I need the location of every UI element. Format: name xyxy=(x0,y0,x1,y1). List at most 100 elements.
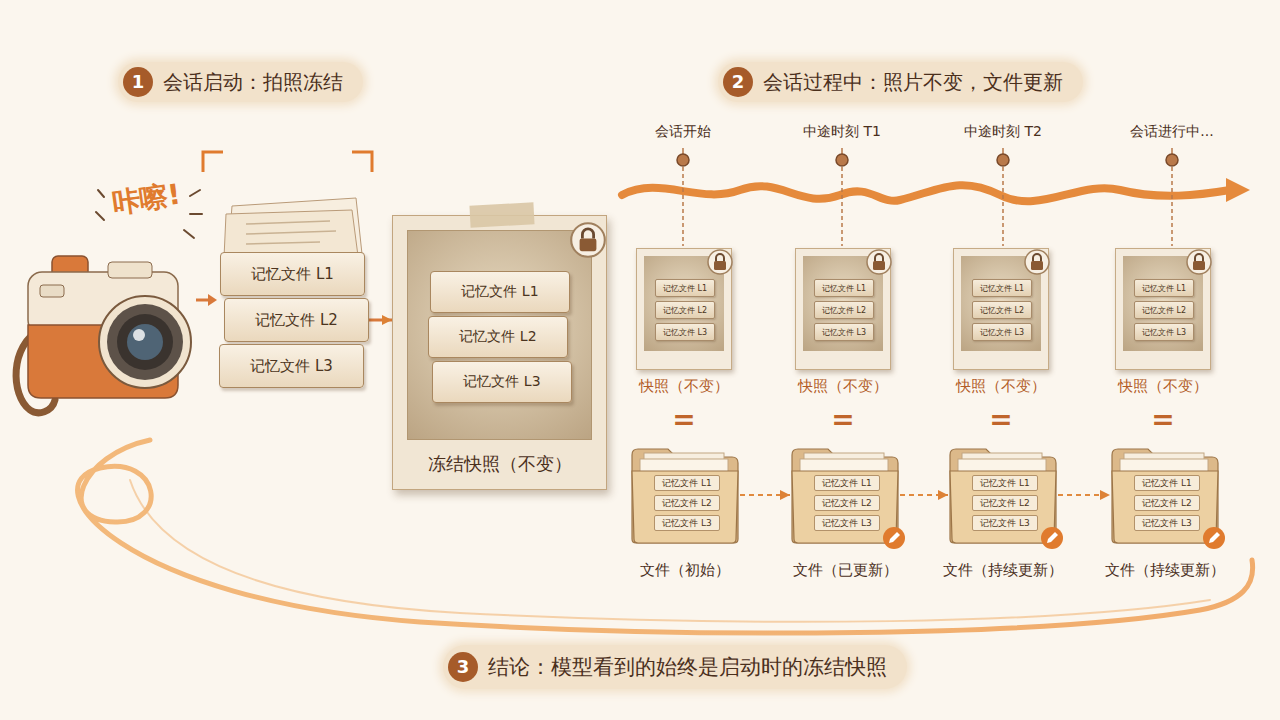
burst-lines xyxy=(190,190,200,196)
file-label: 记忆文件 L1 xyxy=(980,283,1024,294)
viewfinder-brackets xyxy=(203,152,223,172)
label-box: 中途时刻 T1 xyxy=(803,123,881,141)
step-number: 3 xyxy=(448,652,478,682)
mini-book: 记忆文件 L1 xyxy=(814,279,874,297)
snapshot-photo: 快照（不变）记忆文件 L1记忆文件 L2记忆文件 L3 xyxy=(953,248,1049,370)
file-tab: 记忆文件 L2 xyxy=(1134,495,1200,511)
lock-icon xyxy=(1187,250,1211,274)
paper-sheets xyxy=(224,210,358,258)
snapshot-photo: 快照（不变）记忆文件 L1记忆文件 L2记忆文件 L3 xyxy=(1115,248,1211,370)
file-label: 记忆文件 L3 xyxy=(1142,327,1186,338)
camera xyxy=(99,296,191,388)
file-label: 记忆文件 L3 xyxy=(463,373,540,391)
file-label: 记忆文件 L2 xyxy=(980,305,1024,316)
flow-arrow xyxy=(369,319,392,322)
label-box: = xyxy=(672,406,695,434)
caption: 文件（已更新） xyxy=(745,561,945,580)
file-label: 记忆文件 L2 xyxy=(980,497,1030,510)
heading-pill: 2会话过程中：照片不变，文件更新 xyxy=(718,62,1083,102)
mini-book: 记忆文件 L2 xyxy=(972,301,1032,319)
equals-sign: = xyxy=(672,406,695,434)
file-label: 记忆文件 L1 xyxy=(662,477,712,490)
file-label: 记忆文件 L2 xyxy=(1142,497,1192,510)
mini-book: 记忆文件 L3 xyxy=(1134,323,1194,341)
folder-outline xyxy=(1112,449,1218,543)
mini-book: 记忆文件 L1 xyxy=(972,279,1032,297)
lock-icon xyxy=(708,250,732,274)
file-tab: 记忆文件 L3 xyxy=(1134,515,1200,531)
section-heading: 会话过程中：照片不变，文件更新 xyxy=(763,69,1063,96)
paper-sheets xyxy=(246,221,330,224)
file-label: 记忆文件 L3 xyxy=(663,327,707,338)
folder-outline xyxy=(950,471,1056,543)
timeline xyxy=(836,154,848,166)
folder-outline xyxy=(632,449,738,543)
timeline xyxy=(622,148,1250,246)
file-label: 记忆文件 L3 xyxy=(1142,517,1192,530)
mini-book: 记忆文件 L1 xyxy=(1134,279,1194,297)
timeline xyxy=(622,185,1230,201)
timeline xyxy=(1226,178,1250,202)
file-label: 记忆文件 L1 xyxy=(663,283,707,294)
file-label: 记忆文件 L2 xyxy=(459,328,536,346)
timeline xyxy=(683,167,1172,246)
timeline xyxy=(1171,167,1173,246)
mini-book: 记忆文件 L2 xyxy=(1134,301,1194,319)
file-label: 记忆文件 L3 xyxy=(662,517,712,530)
file-tab: 记忆文件 L2 xyxy=(814,495,880,511)
edit-badge xyxy=(1203,527,1225,549)
timeline xyxy=(677,154,689,166)
file-label: 记忆文件 L1 xyxy=(1142,477,1192,490)
file-label: 记忆文件 L3 xyxy=(250,357,333,376)
swoosh xyxy=(78,440,1253,633)
file-label: 记忆文件 L1 xyxy=(980,477,1030,490)
lock-icon xyxy=(571,223,605,257)
timeline xyxy=(1166,154,1178,166)
folder-outline xyxy=(632,471,738,543)
timeline xyxy=(683,148,1172,154)
file-tab: 记忆文件 L1 xyxy=(654,475,720,491)
memory-book: 记忆文件 L2 xyxy=(224,298,369,342)
folder-outline xyxy=(1112,471,1218,543)
paper-sheets xyxy=(246,231,336,234)
burst-lines xyxy=(190,213,202,215)
file-label: 记忆文件 L1 xyxy=(1142,283,1186,294)
mini-book: 记忆文件 L2 xyxy=(655,301,715,319)
flow-arrow xyxy=(740,494,790,496)
section-heading: 结论：模型看到的始终是启动时的冻结快照 xyxy=(488,653,887,681)
caption: 冻结快照（不变） xyxy=(393,452,606,476)
folder-outline xyxy=(792,449,898,543)
tape xyxy=(469,202,534,227)
label-box: = xyxy=(989,406,1012,434)
timeline xyxy=(682,167,684,246)
memory-book: 记忆文件 L1 xyxy=(220,252,365,296)
timeline xyxy=(682,148,684,154)
file-folder: 文件（持续更新）记忆文件 L1记忆文件 L2记忆文件 L3 xyxy=(1110,445,1220,545)
step-number: 1 xyxy=(123,67,153,97)
label-box: 会话进行中... xyxy=(1130,123,1213,141)
timeline-label: 中途时刻 T2 xyxy=(964,123,1042,141)
mini-book: 记忆文件 L2 xyxy=(814,301,874,319)
camera-arrow xyxy=(196,294,217,306)
folder-outline xyxy=(950,449,1056,543)
memory-book: 记忆文件 L2 xyxy=(428,316,568,358)
mini-book: 记忆文件 L1 xyxy=(655,279,715,297)
heading-pill: 3 结论：模型看到的始终是启动时的冻结快照 xyxy=(443,645,907,689)
timeline xyxy=(1002,148,1004,154)
file-label: 记忆文件 L1 xyxy=(822,283,866,294)
burst-lines xyxy=(98,190,104,197)
label-box: 中途时刻 T2 xyxy=(964,123,1042,141)
file-label: 记忆文件 L2 xyxy=(663,305,707,316)
camera xyxy=(108,262,152,278)
file-label: 记忆文件 L3 xyxy=(980,517,1030,530)
file-folder: 文件（已更新）记忆文件 L1记忆文件 L2记忆文件 L3 xyxy=(790,445,900,545)
folder-outline xyxy=(792,471,898,543)
file-label: 记忆文件 L2 xyxy=(1142,305,1186,316)
label-box: = xyxy=(831,406,854,434)
file-label: 记忆文件 L2 xyxy=(822,497,872,510)
caption: 快照（不变） xyxy=(913,377,1089,396)
equals-sign: = xyxy=(1151,406,1174,434)
file-label: 记忆文件 L3 xyxy=(822,517,872,530)
edit-badge xyxy=(1041,527,1063,549)
